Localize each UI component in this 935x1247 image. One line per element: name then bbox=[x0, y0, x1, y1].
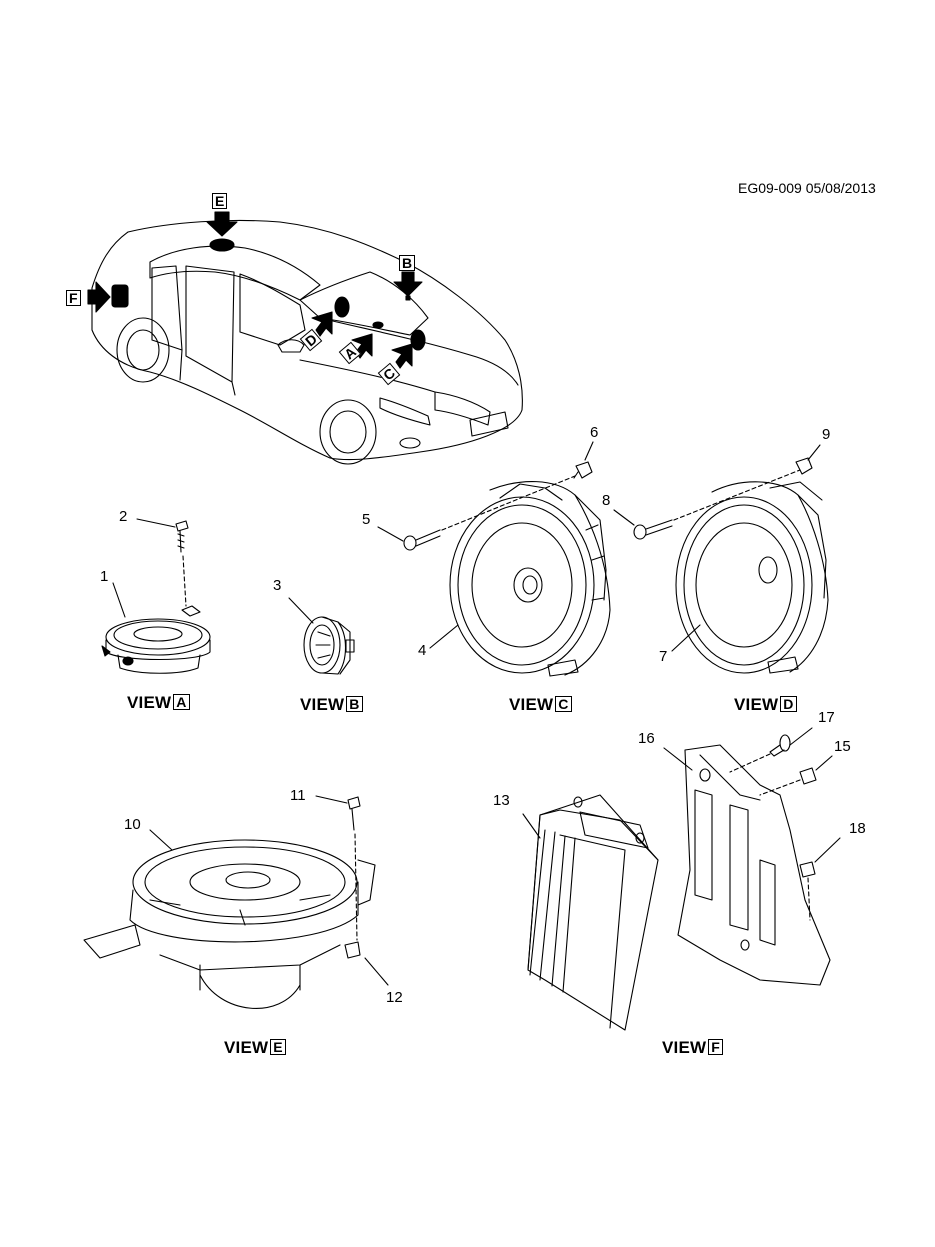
part-number-1: 1 bbox=[100, 568, 109, 585]
part-9-clip bbox=[796, 458, 812, 474]
part-number-4: 4 bbox=[418, 642, 427, 659]
part-number-16: 16 bbox=[638, 730, 655, 747]
view-c-prefix: VIEW bbox=[509, 695, 554, 714]
part-8-screw bbox=[634, 470, 800, 539]
part-2-screw bbox=[176, 521, 188, 606]
part-number-10: 10 bbox=[124, 816, 141, 833]
view-f-letter: F bbox=[708, 1039, 724, 1055]
part-number-11: 11 bbox=[290, 787, 306, 804]
view-c-letter: C bbox=[555, 696, 572, 712]
part-number-18: 18 bbox=[849, 820, 866, 837]
part-12-clip bbox=[345, 942, 360, 958]
part-16-bracket bbox=[678, 745, 830, 985]
part-number-17: 17 bbox=[818, 709, 835, 726]
view-d-prefix: VIEW bbox=[734, 695, 779, 714]
part-number-7: 7 bbox=[659, 648, 668, 665]
callout-e: E bbox=[212, 193, 228, 209]
part-number-15: 15 bbox=[834, 738, 851, 755]
view-a-prefix: VIEW bbox=[127, 693, 172, 712]
view-e-letter: E bbox=[270, 1039, 286, 1055]
view-b-letter: B bbox=[346, 696, 363, 712]
part-number-6: 6 bbox=[590, 424, 599, 441]
part-13-amplifier bbox=[528, 795, 658, 1030]
part-10-speaker-view-e bbox=[84, 840, 375, 1008]
document-id: EG09-009 05/08/2013 bbox=[738, 180, 876, 196]
view-b-prefix: VIEW bbox=[300, 695, 345, 714]
part-number-13: 13 bbox=[493, 792, 510, 809]
view-d-letter: D bbox=[780, 696, 797, 712]
view-e-prefix: VIEW bbox=[224, 1038, 269, 1057]
callout-b: B bbox=[399, 255, 416, 271]
part-11-screw bbox=[348, 797, 360, 940]
part-number-2: 2 bbox=[119, 508, 128, 525]
part-5-screw bbox=[404, 476, 575, 550]
callout-f: F bbox=[66, 290, 81, 306]
part-number-5: 5 bbox=[362, 511, 371, 528]
part-15-nut bbox=[760, 768, 816, 795]
part-17-bolt bbox=[730, 735, 790, 772]
part-number-8: 8 bbox=[602, 492, 611, 509]
part-18-nut bbox=[800, 862, 815, 920]
part-7-speaker-view-d bbox=[676, 482, 828, 673]
part-number-9: 9 bbox=[822, 426, 831, 443]
part-3-tweeter-view-b bbox=[304, 617, 354, 674]
view-f-prefix: VIEW bbox=[662, 1038, 707, 1057]
part-4-speaker-view-c bbox=[450, 482, 610, 676]
part-number-12: 12 bbox=[386, 989, 403, 1006]
part-number-3: 3 bbox=[273, 577, 282, 594]
view-a-letter: A bbox=[173, 694, 190, 710]
part-1-speaker-view-a bbox=[102, 606, 210, 673]
part-6-clip bbox=[574, 462, 592, 478]
